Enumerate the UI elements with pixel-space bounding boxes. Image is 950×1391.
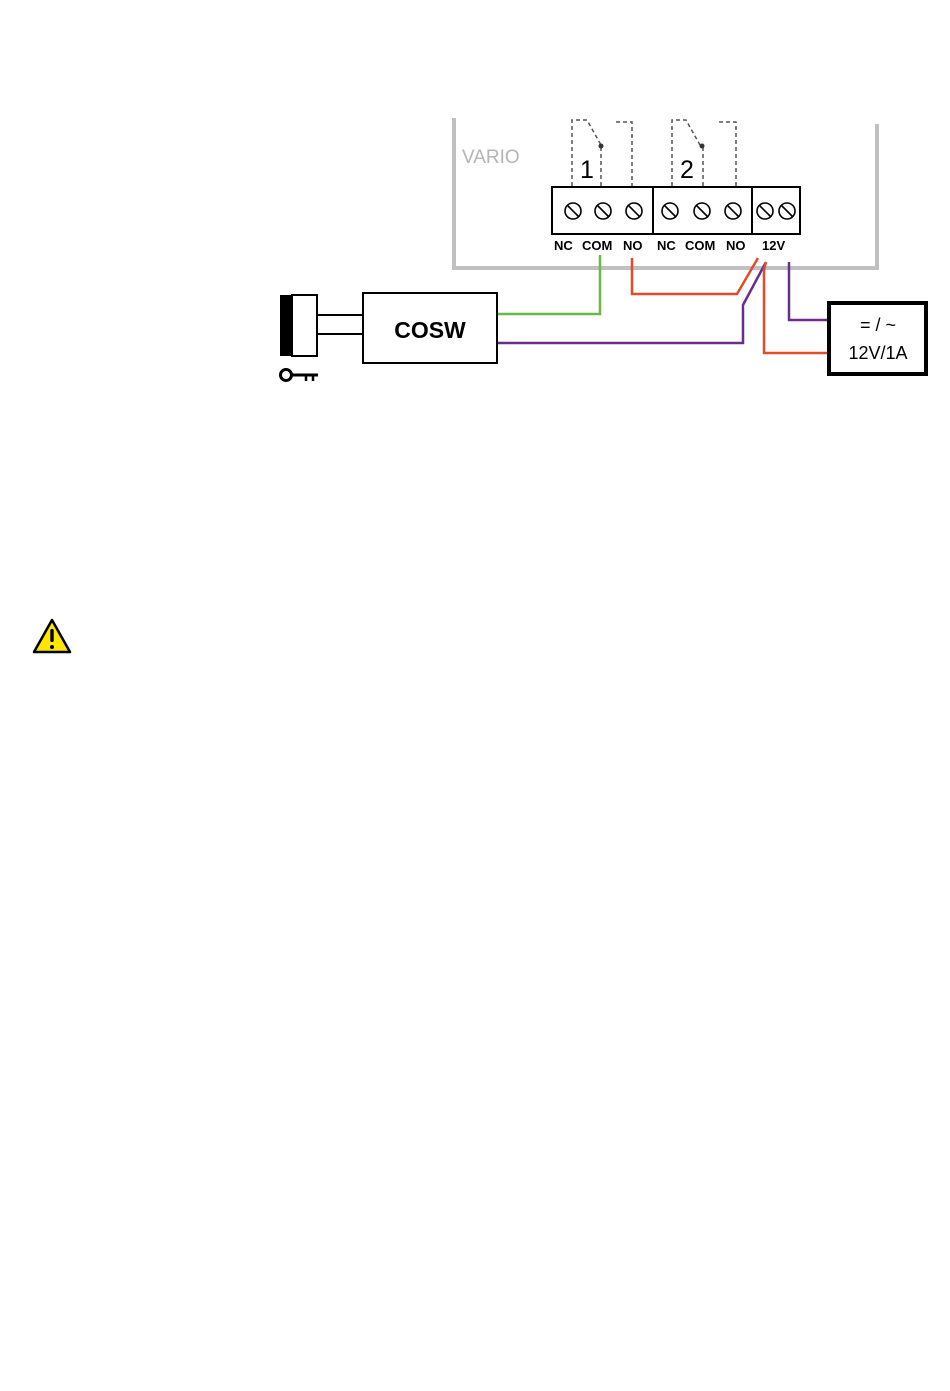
screw-terminal bbox=[757, 203, 773, 219]
terminal-label-relay2-nc: NC bbox=[657, 238, 676, 253]
door-lock bbox=[280, 295, 363, 356]
red-wire-no bbox=[632, 258, 758, 294]
green-wire bbox=[497, 255, 600, 314]
terminal-label-relay1-no: NO bbox=[623, 238, 643, 253]
purple-wire-psu bbox=[789, 262, 829, 320]
screw-terminal bbox=[626, 203, 642, 219]
warning-icon bbox=[34, 620, 70, 652]
terminal-label-relay1-com: COM bbox=[582, 238, 612, 253]
terminal-block: NC COM NO NC COM NO 12V bbox=[552, 187, 800, 253]
power-supply: = / ~ 12V/1A bbox=[829, 303, 926, 374]
terminal-label-12v: 12V bbox=[762, 238, 785, 253]
power-supply-type: = / ~ bbox=[860, 315, 896, 335]
cosw-module: COSW bbox=[363, 293, 497, 363]
key-icon bbox=[281, 370, 319, 382]
terminal-label-relay2-com: COM bbox=[685, 238, 715, 253]
screw-terminal bbox=[694, 203, 710, 219]
cosw-label: COSW bbox=[394, 317, 466, 343]
vario-label: VARIO bbox=[462, 147, 520, 168]
relay-2-number: 2 bbox=[680, 156, 694, 184]
relay-2-symbol: 2 bbox=[672, 120, 736, 186]
screw-terminal bbox=[725, 203, 741, 219]
screw-terminal bbox=[595, 203, 611, 219]
power-supply-rating: 12V/1A bbox=[848, 343, 907, 363]
terminal-label-relay2-no: NO bbox=[726, 238, 746, 253]
red-wire-psu bbox=[764, 262, 829, 353]
relay-1-symbol: 1 bbox=[572, 120, 632, 186]
screw-terminal bbox=[565, 203, 581, 219]
screw-terminal bbox=[779, 203, 795, 219]
relay-1-number: 1 bbox=[580, 156, 594, 184]
screw-terminal bbox=[662, 203, 678, 219]
terminal-label-relay1-nc: NC bbox=[554, 238, 573, 253]
